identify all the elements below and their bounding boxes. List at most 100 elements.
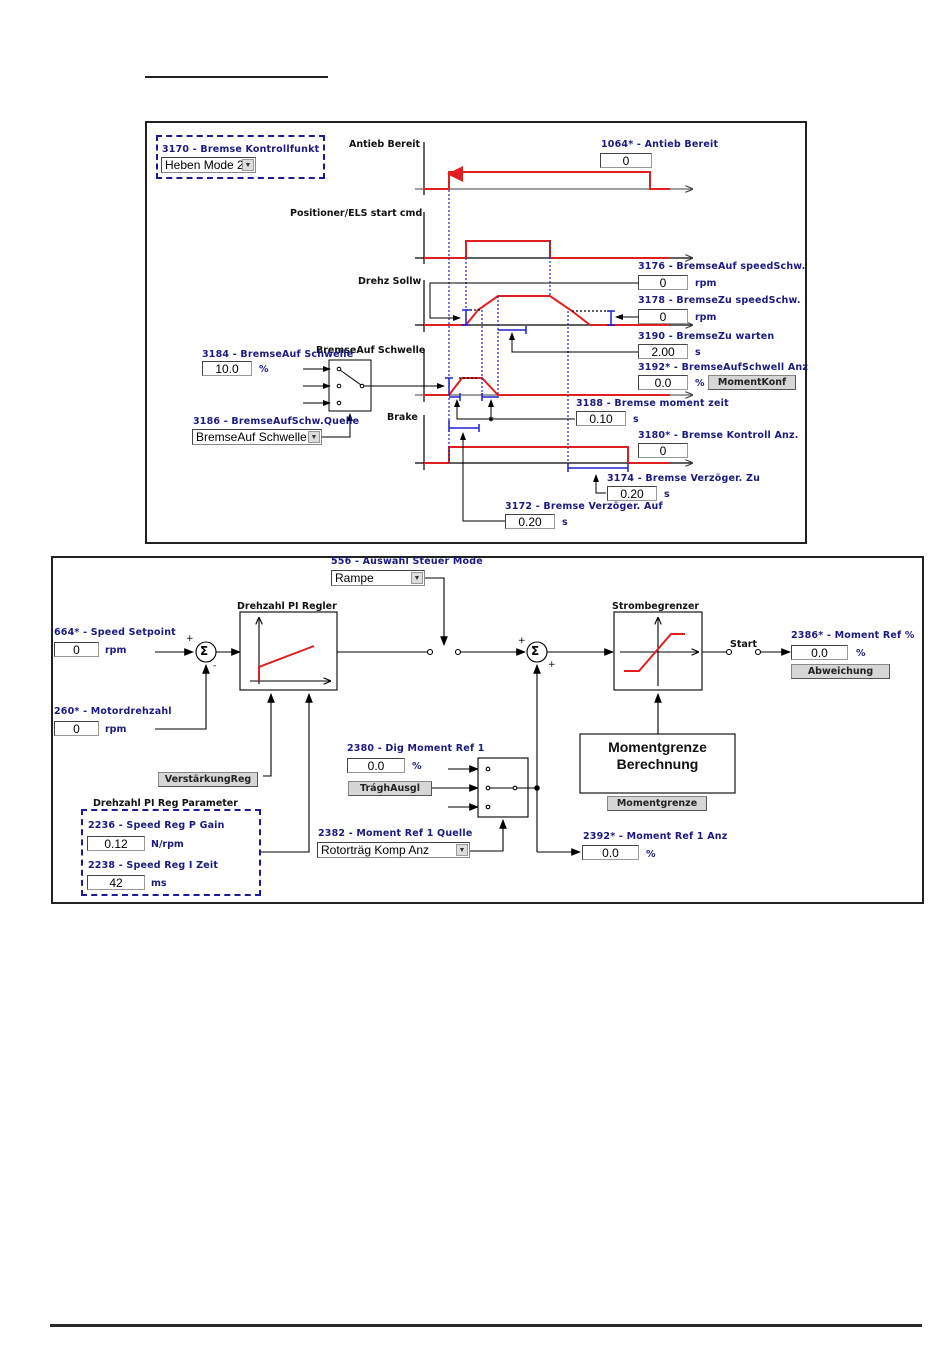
brake-open-thresh-display-unit: % bbox=[695, 378, 705, 389]
p-gain-field[interactable]: 0.12 bbox=[87, 836, 145, 851]
sum-plus-torque-b: + bbox=[548, 660, 556, 670]
sum-symbol-speed: Σ bbox=[200, 644, 209, 658]
chevron-down-icon[interactable]: ▼ bbox=[411, 572, 423, 584]
brake-control-display: 0 bbox=[638, 443, 688, 458]
brake-open-threshold-label: 3184 - BremseAuf Schwelle bbox=[202, 349, 354, 360]
brake-close-wait-field[interactable]: 2.00 bbox=[638, 344, 688, 359]
brake-mode-group bbox=[156, 135, 325, 179]
dig-torque-ref-field[interactable]: 0.0 bbox=[347, 758, 405, 773]
torque-limit-calc-line1: Momentgrenze bbox=[608, 739, 707, 755]
sum-minus-speed: - bbox=[213, 661, 217, 671]
motor-speed-label: 260* - Motordrehzahl bbox=[54, 706, 172, 717]
chevron-down-icon[interactable]: ▼ bbox=[242, 159, 254, 171]
pi-params-group bbox=[81, 809, 261, 896]
torque-limit-calc-line2: Berechnung bbox=[616, 756, 699, 772]
brake-threshold-source-select[interactable]: BremseAuf Schwelle ▼ bbox=[192, 429, 322, 445]
torque-ref-display-label: 2392* - Moment Ref 1 Anz bbox=[583, 831, 728, 842]
torque-ref-out-field: 0.0 bbox=[791, 645, 848, 660]
header-rule bbox=[145, 76, 328, 78]
torque-ref-out-unit: % bbox=[856, 648, 866, 659]
speed-setpoint-label: 664* - Speed Setpoint bbox=[54, 627, 176, 638]
brake-mode-label: 3170 - Bremse Kontrollfunkt bbox=[162, 144, 320, 155]
signal-label-brake: Brake bbox=[387, 412, 418, 423]
torque-ref-out-label: 2386* - Moment Ref % bbox=[791, 630, 915, 641]
brake-timing-graphics bbox=[303, 142, 950, 522]
speed-setpoint-unit: rpm bbox=[105, 645, 127, 656]
brake-delay-open-field[interactable]: 0.20 bbox=[505, 514, 555, 529]
motor-speed-field: 0 bbox=[54, 721, 99, 736]
brake-control-display-label: 3180* - Bremse Kontroll Anz. bbox=[638, 430, 799, 441]
signal-start-cmd bbox=[424, 240, 670, 259]
dig-torque-ref-unit: % bbox=[412, 761, 422, 772]
brake-close-speed-unit: rpm bbox=[695, 312, 717, 323]
brake-mode-select[interactable]: Heben Mode 2 ▼ bbox=[161, 157, 256, 173]
brake-torque-time-unit: s bbox=[633, 414, 639, 425]
signal-label-threshold: BremseAuf Schwelle bbox=[316, 345, 426, 356]
brake-close-speed-label: 3178 - BremseZu speedSchw. bbox=[638, 295, 801, 306]
p-gain-unit: N/rpm bbox=[151, 839, 184, 850]
dig-torque-ref-label: 2380 - Dig Moment Ref 1 bbox=[347, 743, 485, 754]
inertia-comp-button[interactable]: TrághAusgl bbox=[348, 781, 432, 796]
chevron-down-icon[interactable]: ▼ bbox=[456, 844, 468, 856]
brake-torque-time-field[interactable]: 0.10 bbox=[576, 411, 626, 426]
signal-brake bbox=[424, 446, 670, 464]
sum-plus-speed: + bbox=[186, 634, 194, 644]
p-gain-label: 2236 - Speed Reg P Gain bbox=[88, 820, 225, 831]
drive-ready-readout: 0 bbox=[600, 153, 652, 168]
brake-delay-close-field[interactable]: 0.20 bbox=[607, 486, 657, 501]
brake-timing-diagram bbox=[145, 121, 807, 544]
brake-open-speed-field[interactable]: 0 bbox=[638, 275, 688, 290]
torque-ref-source-value: Rotorträg Komp Anz bbox=[321, 843, 430, 857]
speed-setpoint-field: 0 bbox=[54, 642, 99, 657]
brake-delay-open-label: 3172 - Bremse Verzöger. Auf bbox=[505, 501, 663, 512]
signal-speed-ref bbox=[424, 295, 670, 326]
i-time-unit: ms bbox=[151, 878, 167, 889]
brake-close-wait-label: 3190 - BremseZu warten bbox=[638, 331, 775, 342]
brake-close-speed-field[interactable]: 0 bbox=[638, 309, 688, 324]
brake-open-thresh-display-label: 3192* - BremseAufSchwell Anz bbox=[638, 362, 809, 373]
brake-torque-time-label: 3188 - Bremse moment zeit bbox=[576, 398, 729, 409]
brake-delay-open-unit: s bbox=[562, 517, 568, 528]
torque-ref-display: 0.0 bbox=[582, 845, 639, 860]
sum-plus-torque-a: + bbox=[518, 636, 526, 646]
torque-limit-calc-text: Momentgrenze Berechnung bbox=[580, 739, 735, 773]
brake-open-speed-unit: rpm bbox=[695, 278, 717, 289]
brake-delay-close-label: 3174 - Bremse Verzöger. Zu bbox=[607, 473, 761, 484]
gain-button[interactable]: VerstärkungReg bbox=[158, 772, 258, 787]
torque-limit-button[interactable]: Momentgrenze bbox=[607, 796, 707, 811]
brake-open-speed-label: 3176 - BremseAuf speedSchw. bbox=[638, 261, 806, 272]
signal-label-start-cmd: Positioner/ELS start cmd bbox=[290, 208, 423, 219]
drive-ready-readout-label: 1064* - Antieb Bereit bbox=[601, 139, 719, 150]
speed-pi-title: Drehzahl PI Regler bbox=[237, 601, 337, 612]
brake-delay-close-unit: s bbox=[664, 489, 670, 500]
brake-open-threshold-field[interactable]: 10.0 bbox=[202, 361, 252, 376]
deviation-button[interactable]: Abweichung bbox=[791, 664, 890, 679]
torque-ref-source-label: 2382 - Moment Ref 1 Quelle bbox=[318, 828, 473, 839]
pi-params-title: Drehzahl PI Reg Parameter bbox=[93, 798, 238, 809]
brake-mode-value: Heben Mode 2 bbox=[165, 158, 244, 172]
footer-rule bbox=[50, 1324, 922, 1327]
brake-open-threshold-unit: % bbox=[259, 364, 269, 375]
signal-label-speed-ref: Drehz Sollw bbox=[358, 276, 422, 287]
signal-label-drive-ready: Antieb Bereit bbox=[349, 139, 421, 150]
motor-speed-unit: rpm bbox=[105, 724, 127, 735]
signal-threshold bbox=[424, 377, 670, 396]
i-time-label: 2238 - Speed Reg I Zeit bbox=[88, 860, 219, 871]
signal-drive-ready bbox=[424, 171, 670, 190]
chevron-down-icon[interactable]: ▼ bbox=[308, 431, 320, 443]
sum-symbol-torque: Σ bbox=[531, 644, 540, 658]
control-mode-label: 556 - Auswahl Steuer Mode bbox=[331, 556, 483, 567]
brake-open-thresh-display: 0.0 bbox=[638, 375, 688, 390]
brake-threshold-source-value: BremseAuf Schwelle bbox=[196, 430, 307, 444]
brake-threshold-source-label: 3186 - BremseAufSchw.Quelle bbox=[193, 416, 360, 427]
torque-ref-display-unit: % bbox=[646, 849, 656, 860]
moment-konf-button[interactable]: MomentKonf bbox=[708, 375, 796, 390]
control-mode-select[interactable]: Rampe ▼ bbox=[331, 570, 425, 586]
current-limiter-title: Strombegrenzer bbox=[612, 601, 700, 612]
control-mode-value: Rampe bbox=[335, 571, 374, 585]
i-time-field[interactable]: 42 bbox=[87, 875, 145, 890]
brake-close-wait-unit: s bbox=[695, 347, 701, 358]
start-label: Start bbox=[730, 639, 758, 650]
speed-control-diagram bbox=[51, 556, 924, 904]
torque-ref-source-select[interactable]: Rotorträg Komp Anz ▼ bbox=[317, 842, 470, 858]
